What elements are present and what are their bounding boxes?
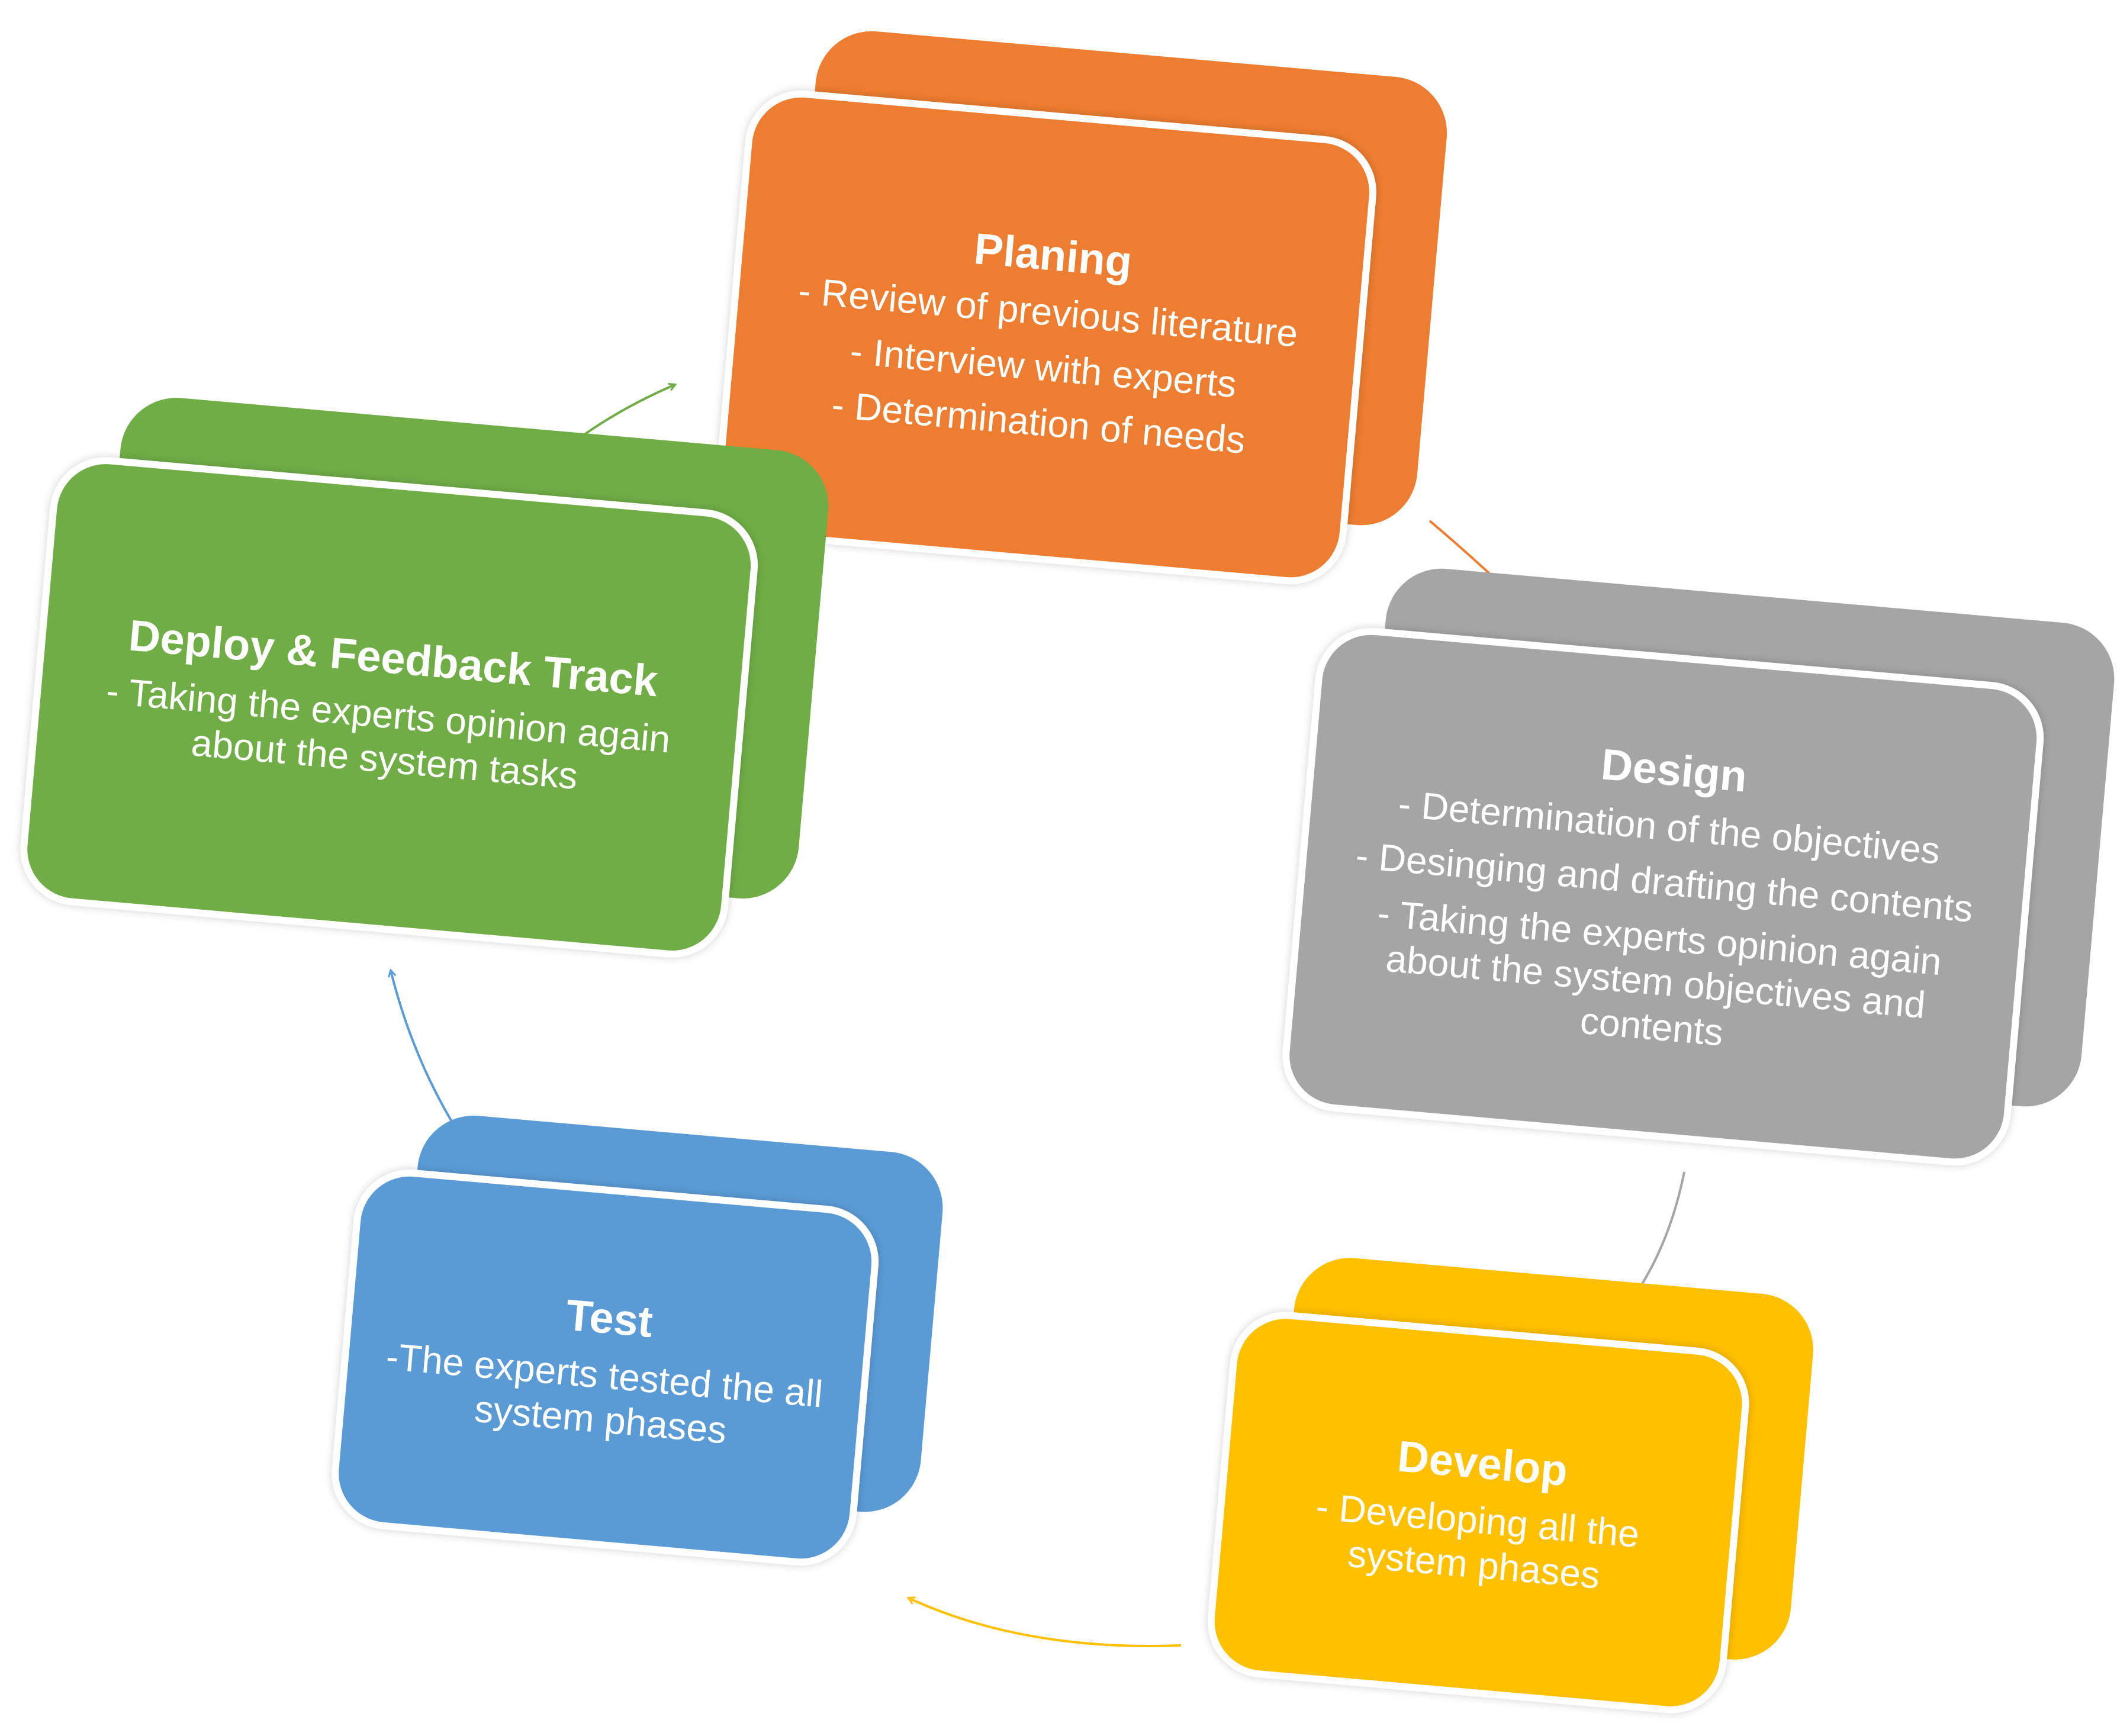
arrow-develop-to-test <box>909 1598 1182 1647</box>
design-block-face: Design - Determination of the objectives… <box>1278 623 2049 1171</box>
design-title: Design <box>1599 739 1749 801</box>
design-block: Design - Determination of the objectives… <box>1276 558 2117 1194</box>
develop-block: Develop - Developing all the system phas… <box>1201 1248 1818 1736</box>
test-title: Test <box>564 1290 655 1347</box>
test-block-face: Test -The experts tested the all system … <box>327 1164 884 1571</box>
test-block: Test -The experts tested the all system … <box>326 1106 948 1593</box>
deploy-block: Deploy & Feedback Track - Taking the exp… <box>14 388 834 992</box>
develop-title: Develop <box>1395 1431 1570 1496</box>
planing-title: Planing <box>972 224 1134 287</box>
deploy-block-face: Deploy & Feedback Track - Taking the exp… <box>15 452 762 962</box>
develop-block-face: Develop - Developing all the system phas… <box>1202 1307 1754 1718</box>
